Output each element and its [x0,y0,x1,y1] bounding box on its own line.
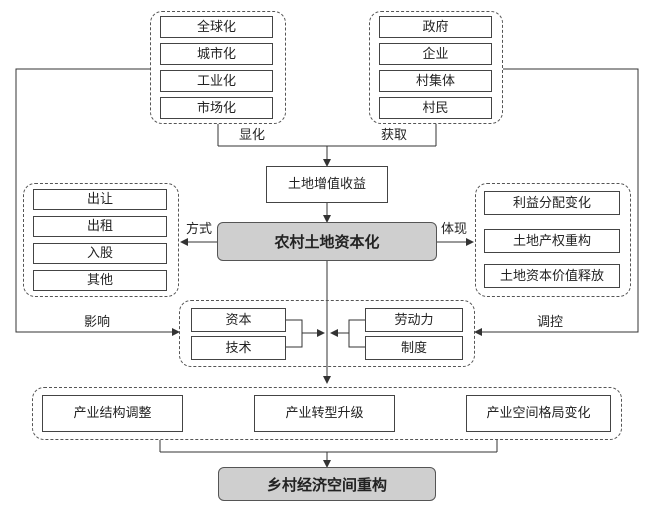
actors-group [369,11,503,124]
effect-benefit-distribution: 利益分配变化 [484,191,620,215]
actor-villagers: 村民 [379,97,492,119]
label-acquire: 获取 [381,128,408,143]
effect-capital-value-release: 土地资本价值释放 [484,264,620,288]
label-regulate: 调控 [537,315,564,330]
element-technology: 技术 [191,336,286,360]
actor-government: 政府 [379,16,492,38]
final-rural-economic-space-restructuring: 乡村经济空间重构 [218,467,436,501]
transfer-modes-group [23,183,179,297]
factor-industrialization: 工业化 [160,70,273,92]
change-industrial-structure: 产业结构调整 [42,395,183,432]
mode-other: 其他 [33,270,167,291]
factor-marketization: 市场化 [160,97,273,119]
element-capital: 资本 [191,308,286,332]
production-factors-group [179,300,475,367]
actor-enterprise: 企业 [379,43,492,65]
effect-property-rights: 土地产权重构 [484,229,620,253]
mode-lease: 出租 [33,216,167,237]
industry-changes-group [32,387,622,440]
element-institution: 制度 [365,336,463,360]
change-industrial-spatial-pattern: 产业空间格局变化 [466,395,611,432]
element-labor: 劳动力 [365,308,463,332]
label-mode: 方式 [186,222,213,237]
mode-transfer: 出让 [33,189,167,210]
actor-village-collective: 村集体 [379,70,492,92]
mode-shareholding: 入股 [33,243,167,264]
effects-group [475,183,631,297]
core-rural-land-capitalization: 农村土地资本化 [217,222,437,261]
factor-globalization: 全球化 [160,16,273,38]
label-influence: 影响 [84,315,111,330]
label-embody: 体现 [441,222,468,237]
land-value-gain-box: 土地增值收益 [266,166,388,203]
macro-factors-group [150,11,286,124]
factor-urbanization: 城市化 [160,43,273,65]
change-industrial-upgrade: 产业转型升级 [254,395,395,432]
label-manifest: 显化 [239,128,266,143]
